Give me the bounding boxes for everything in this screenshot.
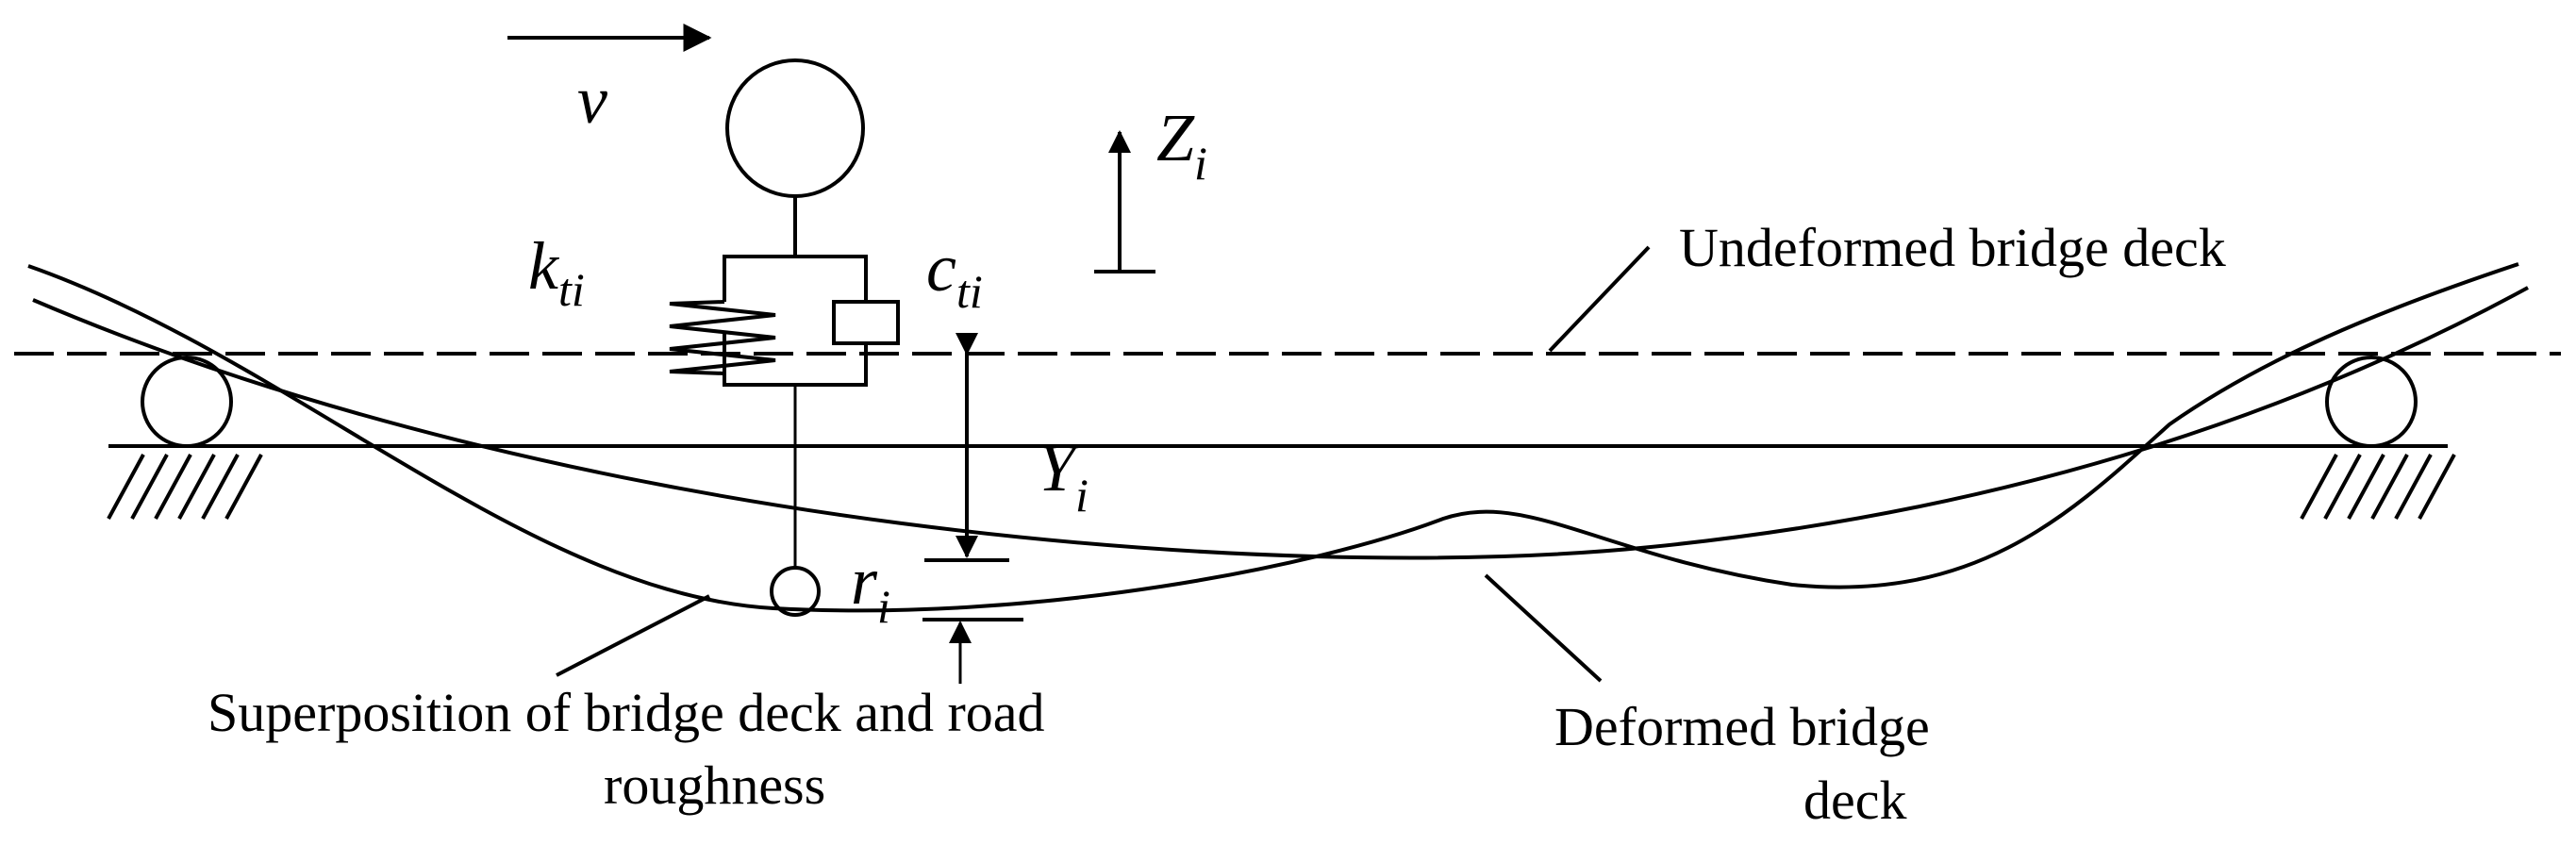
suspension-frame	[723, 255, 868, 387]
velocity-label: v	[577, 62, 607, 138]
undeformed-leader	[1548, 245, 1651, 353]
deformed-leader	[1484, 573, 1603, 683]
right-support-roller	[2325, 356, 2418, 448]
deformed-deck-curve	[32, 286, 2529, 560]
deflection-label: Yi	[1038, 430, 1089, 522]
left-support-hatch	[107, 454, 263, 520]
roughness-symbol-label: ri	[851, 543, 890, 633]
superposition-curve	[27, 262, 2519, 613]
superposition-label-line1: Superposition of bridge deck and road	[208, 682, 1045, 743]
vehicle-mass	[725, 58, 865, 198]
deformed-deck-label-line2: deck	[1803, 770, 1907, 831]
undeformed-deck-label: Undeformed bridge deck	[1679, 217, 2226, 278]
right-support-hatch	[2300, 454, 2456, 520]
stiffness-label: kti	[528, 228, 585, 316]
vertical-axis-label: Zi	[1156, 100, 1207, 190]
left-support-roller	[141, 356, 233, 448]
spring	[669, 300, 776, 385]
superposition-label-line2: roughness	[604, 754, 825, 816]
damper	[832, 300, 900, 351]
tire-contact	[770, 566, 821, 617]
superposition-leader	[556, 594, 710, 677]
deformed-deck-label-line1: Deformed bridge	[1554, 696, 1930, 757]
damping-label: cti	[926, 230, 983, 318]
